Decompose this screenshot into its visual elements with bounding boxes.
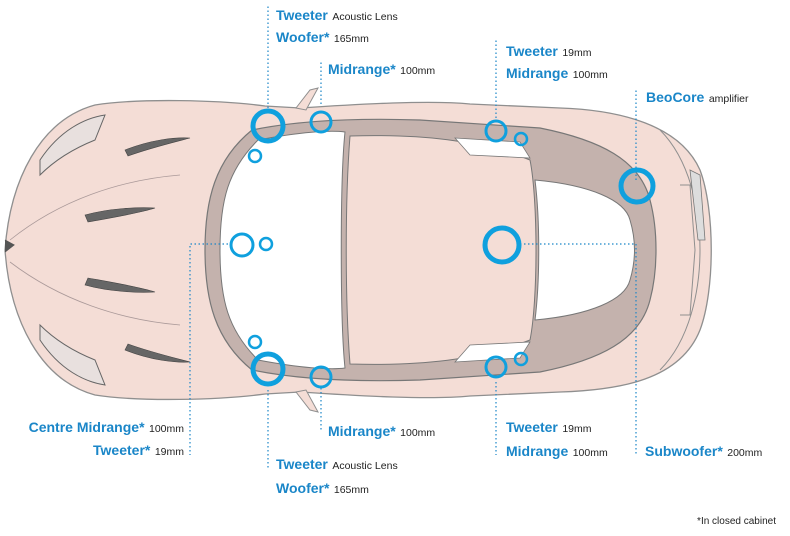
label-detail: 100mm — [572, 447, 608, 459]
label-rear-right-midrange: Midrange 100mm — [506, 444, 608, 460]
glasshouse — [204, 118, 657, 382]
label-detail: 200mm — [727, 447, 763, 459]
label-detail: 100mm — [400, 65, 436, 77]
label-front-left-midrange: Midrange* 100mm — [328, 62, 435, 78]
speaker-rear-right-tweeter — [513, 351, 529, 367]
label-centre-tweeter: Tweeter* 19mm — [20, 443, 184, 459]
speaker-amplifier — [618, 167, 656, 205]
label-detail: Acoustic Lens — [332, 11, 398, 23]
label-detail: 100mm — [400, 427, 436, 439]
speaker-front-right-woofer — [250, 351, 286, 387]
leader-lines — [189, 5, 637, 470]
side-vent-rear-left — [689, 169, 706, 241]
label-text: Midrange — [506, 443, 569, 459]
label-rear-right-tweeter: Tweeter 19mm — [506, 420, 592, 436]
label-amplifier: BeoCore amplifier — [646, 90, 749, 106]
footnote: *In closed cabinet — [697, 516, 776, 527]
label-rear-left-tweeter: Tweeter 19mm — [506, 44, 592, 60]
label-front-right-woofer: Woofer* 165mm — [276, 481, 369, 497]
speaker-centre-midrange — [229, 232, 255, 258]
label-front-right-tweeter: Tweeter Acoustic Lens — [276, 457, 398, 473]
label-centre-midrange: Centre Midrange* 100mm — [20, 420, 184, 436]
speaker-front-right-midrange — [309, 365, 333, 389]
label-subwoofer: Subwoofer* 200mm — [645, 444, 762, 460]
label-rear-left-midrange: Midrange 100mm — [506, 66, 608, 82]
label-text: Woofer* — [276, 480, 330, 496]
label-text: Tweeter — [276, 7, 328, 23]
label-text: Tweeter* — [93, 442, 151, 458]
speaker-subwoofer — [482, 225, 522, 265]
label-front-right-midrange: Midrange* 100mm — [328, 424, 435, 440]
label-detail: amplifier — [708, 93, 749, 105]
label-text: Centre Midrange* — [28, 419, 145, 435]
label-text: Midrange* — [328, 423, 396, 439]
mirror-right — [295, 389, 319, 413]
label-text: Tweeter — [276, 456, 328, 472]
speaker-front-left-woofer — [250, 108, 286, 144]
label-detail: Acoustic Lens — [332, 460, 398, 472]
label-text: BeoCore — [646, 89, 705, 105]
mirror-left — [295, 87, 319, 111]
label-detail: 100mm — [572, 69, 608, 81]
speaker-front-left-tweeter — [247, 148, 263, 164]
label-detail: 19mm — [562, 423, 592, 435]
speaker-rear-left-tweeter — [513, 131, 529, 147]
label-text: Midrange* — [328, 61, 396, 77]
label-detail: 165mm — [333, 33, 369, 45]
label-text: Tweeter — [506, 419, 558, 435]
speaker-rear-right-midrange — [484, 355, 508, 379]
label-text: Tweeter — [506, 43, 558, 59]
label-text: Midrange — [506, 65, 569, 81]
speaker-front-right-tweeter — [247, 334, 263, 350]
label-front-left-woofer: Woofer* 165mm — [276, 30, 369, 46]
speaker-centre-tweeter — [258, 236, 274, 252]
label-detail: 100mm — [148, 423, 184, 435]
speaker-rear-left-midrange — [484, 119, 508, 143]
label-detail: 19mm — [562, 47, 592, 59]
speakers — [229, 108, 656, 389]
label-detail: 19mm — [154, 446, 184, 458]
label-text: Woofer* — [276, 29, 330, 45]
headlight-right — [39, 323, 106, 386]
speaker-front-left-midrange — [309, 110, 333, 134]
headlight-left — [39, 114, 106, 177]
label-detail: 165mm — [333, 484, 369, 496]
label-text: Subwoofer* — [645, 443, 723, 459]
label-front-left-tweeter: Tweeter Acoustic Lens — [276, 8, 398, 24]
hood-vents — [84, 137, 191, 363]
